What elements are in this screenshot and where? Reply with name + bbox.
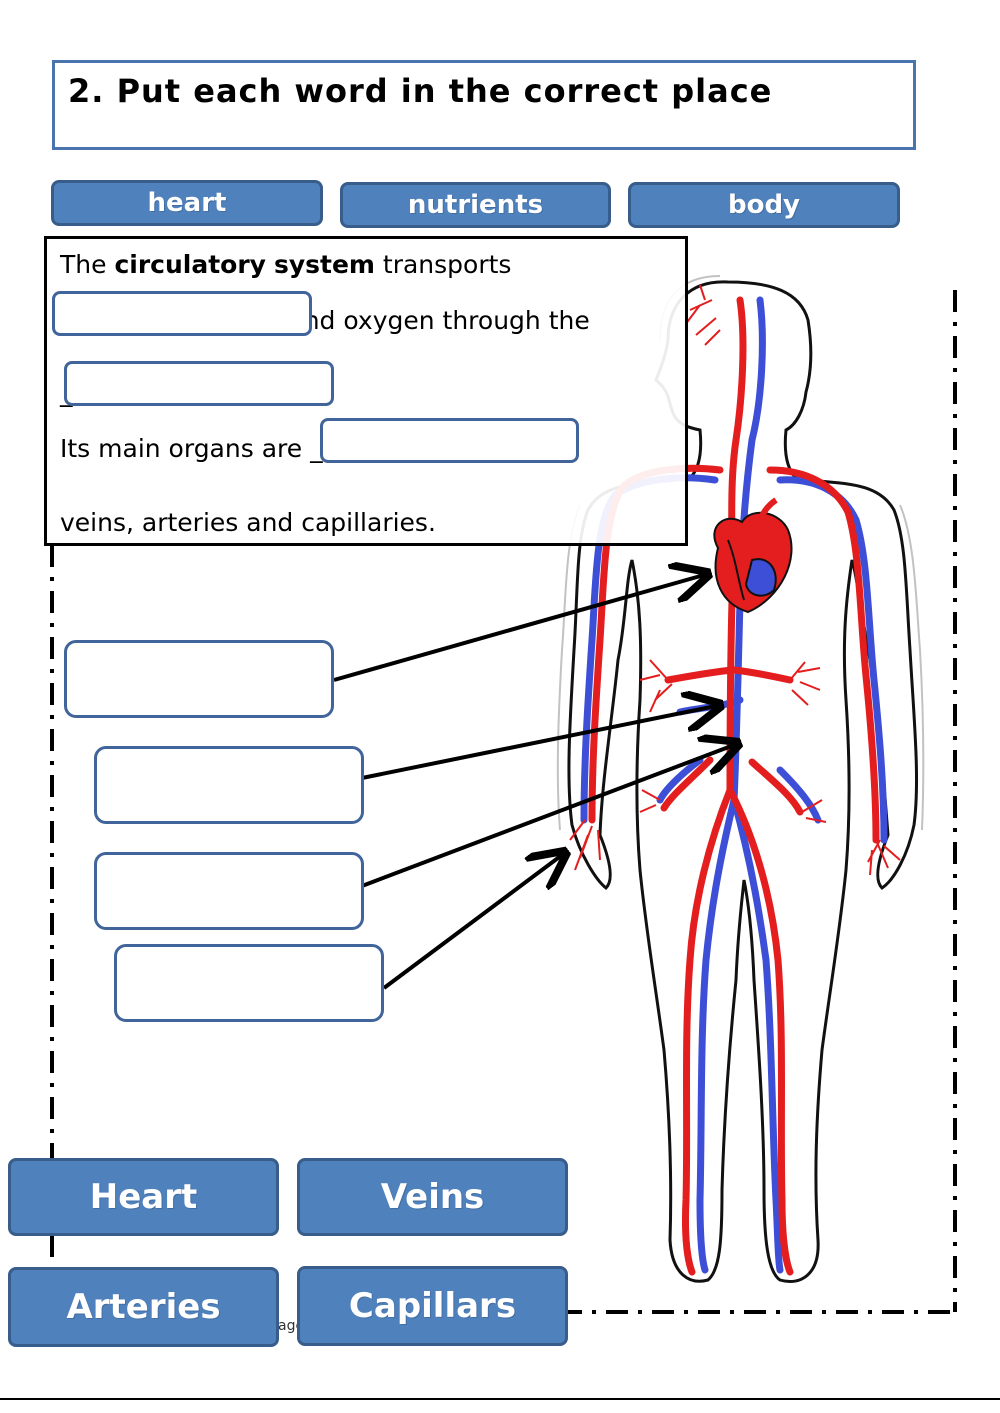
dashed-frame [50, 290, 957, 1314]
arteries-drawing [588, 296, 880, 1276]
word-chip-veins[interactable]: Veins [297, 1158, 568, 1236]
word-chip-capillars[interactable]: Capillars [297, 1266, 568, 1346]
word-chip-arteries[interactable]: Arteries [8, 1267, 279, 1347]
paragraph-line-5: veins, arteries and capillaries. [60, 508, 436, 537]
label-slot-arteries[interactable] [94, 852, 364, 930]
arrow-to-capillaries [382, 855, 562, 990]
word-chip-nutrients[interactable]: nutrients [340, 182, 611, 228]
label-slot-capillaries[interactable] [114, 944, 384, 1022]
page-bottom-rule [0, 1398, 1000, 1400]
instruction-title: 2. Put each word in the correct place [68, 72, 773, 110]
blank-drop-zone-3[interactable] [320, 418, 579, 463]
blank-drop-zone-1[interactable] [52, 291, 312, 336]
paragraph-line-1: The circulatory system transports [60, 250, 512, 279]
capillaries-drawing [569, 284, 901, 876]
arrow-to-arteries [361, 745, 734, 888]
arrow-to-heart [333, 575, 704, 682]
word-chip-heart-capitalized[interactable]: Heart [8, 1158, 279, 1236]
pointer-arrows [333, 575, 734, 990]
label-slot-heart[interactable] [64, 640, 334, 718]
veins-drawing [580, 296, 888, 1274]
label-slot-veins[interactable] [94, 746, 364, 824]
blank-drop-zone-2[interactable] [64, 361, 334, 406]
word-chip-heart[interactable]: heart [51, 180, 323, 226]
arrow-to-veins [361, 706, 716, 780]
word-chip-body[interactable]: body [628, 182, 900, 228]
paragraph-line-4: Its main organs are _ [60, 434, 323, 463]
instruction-box [52, 60, 916, 150]
heart-drawing [713, 497, 793, 614]
